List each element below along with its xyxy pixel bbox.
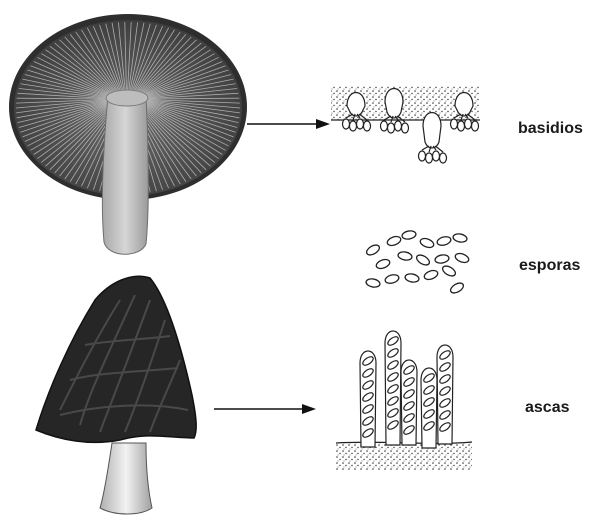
basidia-illustration xyxy=(331,86,480,163)
label-esporas: esporas xyxy=(519,258,580,274)
spores-illustration xyxy=(365,230,470,295)
mushroom-stem-top xyxy=(106,90,148,106)
ascus-base-tissue xyxy=(336,442,472,470)
arrow-icon xyxy=(247,119,330,129)
label-basidios: basidios xyxy=(518,121,583,137)
label-ascas: ascas xyxy=(525,400,570,416)
morel-stem xyxy=(100,443,152,514)
gilled-mushroom xyxy=(9,14,247,254)
mushroom-stem xyxy=(102,95,148,254)
morel-mushroom xyxy=(36,276,196,514)
arrow-icon xyxy=(214,404,316,414)
asci-illustration xyxy=(336,331,472,470)
morel-cap xyxy=(36,276,196,442)
